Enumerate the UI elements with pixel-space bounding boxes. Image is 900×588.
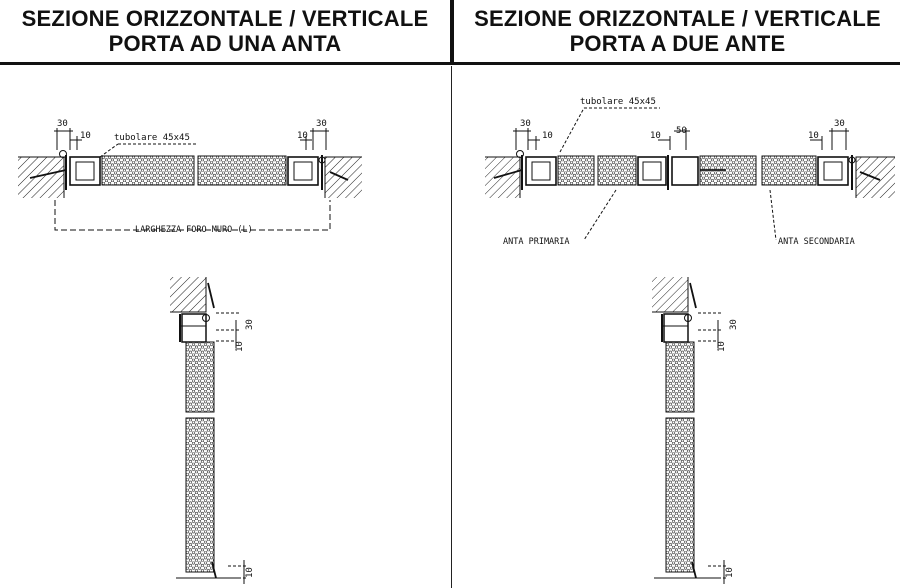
- title-left-line2: PORTA AD UNA ANTA: [108, 31, 342, 56]
- title-left-line1: SEZIONE ORIZZONTALE / VERTICALE: [21, 6, 429, 31]
- left-width-label: LARGHEZZA FORO MURO (L): [135, 225, 253, 235]
- left-door-leaf-top: [185, 341, 215, 413]
- title-header: SEZIONE ORIZZONTALE / VERTICALE PORTA AD…: [0, 0, 900, 66]
- right-vs-dim-10-top: 10: [717, 341, 727, 352]
- header-rule: [0, 62, 900, 65]
- right-plan-section: [485, 107, 895, 241]
- right-dim-10-m: 10: [650, 131, 661, 141]
- left-door-leaf-b: [197, 155, 287, 186]
- right-dim-50-m: 50: [676, 126, 687, 136]
- left-frame-tube-b: [287, 156, 319, 186]
- title-right-line1: SEZIONE ORIZZONTALE / VERTICALE: [474, 6, 881, 31]
- right-door-leaf-top: [665, 341, 695, 413]
- left-door-leaf-a: [101, 155, 195, 186]
- left-vs-dim-10-bottom: 10: [245, 567, 255, 578]
- left-plan-section: [18, 128, 362, 231]
- left-frame-tube-a: [69, 156, 101, 186]
- right-leaf-secondary-b: [761, 155, 817, 186]
- title-right: SEZIONE ORIZZONTALE / VERTICALE PORTA A …: [455, 0, 900, 62]
- left-wall-left: [18, 157, 64, 198]
- right-tubolare-label: tubolare 45x45: [580, 97, 656, 107]
- right-leaf-secondary-a: [699, 155, 757, 186]
- right-vs-dim-30: 30: [729, 319, 739, 330]
- right-dim-10-b: 10: [808, 131, 819, 141]
- left-dim-10-b: 10: [297, 131, 308, 141]
- left-door-leaf-bottom: [185, 417, 215, 573]
- left-vs-dim-10-top: 10: [235, 341, 245, 352]
- panel-divider: [451, 66, 453, 588]
- left-dim-30-b: 30: [316, 119, 327, 129]
- left-dim-10-a: 10: [80, 131, 91, 141]
- right-door-leaf-bottom: [665, 417, 695, 573]
- left-dim-30-a: 30: [57, 119, 68, 129]
- right-leaf-primary-a: [557, 155, 595, 186]
- right-leaf-primary-b: [597, 155, 637, 186]
- right-dim-30-a: 30: [520, 119, 531, 129]
- right-primary-label: ANTA PRIMARIA: [503, 237, 570, 247]
- right-vs-dim-10-bottom: 10: [725, 567, 735, 578]
- left-vertical-section: [170, 277, 248, 584]
- title-left: SEZIONE ORIZZONTALE / VERTICALE PORTA AD…: [0, 0, 450, 62]
- title-right-line2: PORTA A DUE ANTE: [569, 31, 786, 56]
- left-tubolare-label: tubolare 45x45: [114, 133, 190, 143]
- left-vs-dim-30: 30: [245, 319, 255, 330]
- right-secondary-label: ANTA SECONDARIA: [778, 237, 855, 247]
- right-dim-30-b: 30: [834, 119, 845, 129]
- header-divider: [450, 0, 454, 64]
- right-dim-10-a: 10: [542, 131, 553, 141]
- right-vertical-section: [652, 277, 728, 584]
